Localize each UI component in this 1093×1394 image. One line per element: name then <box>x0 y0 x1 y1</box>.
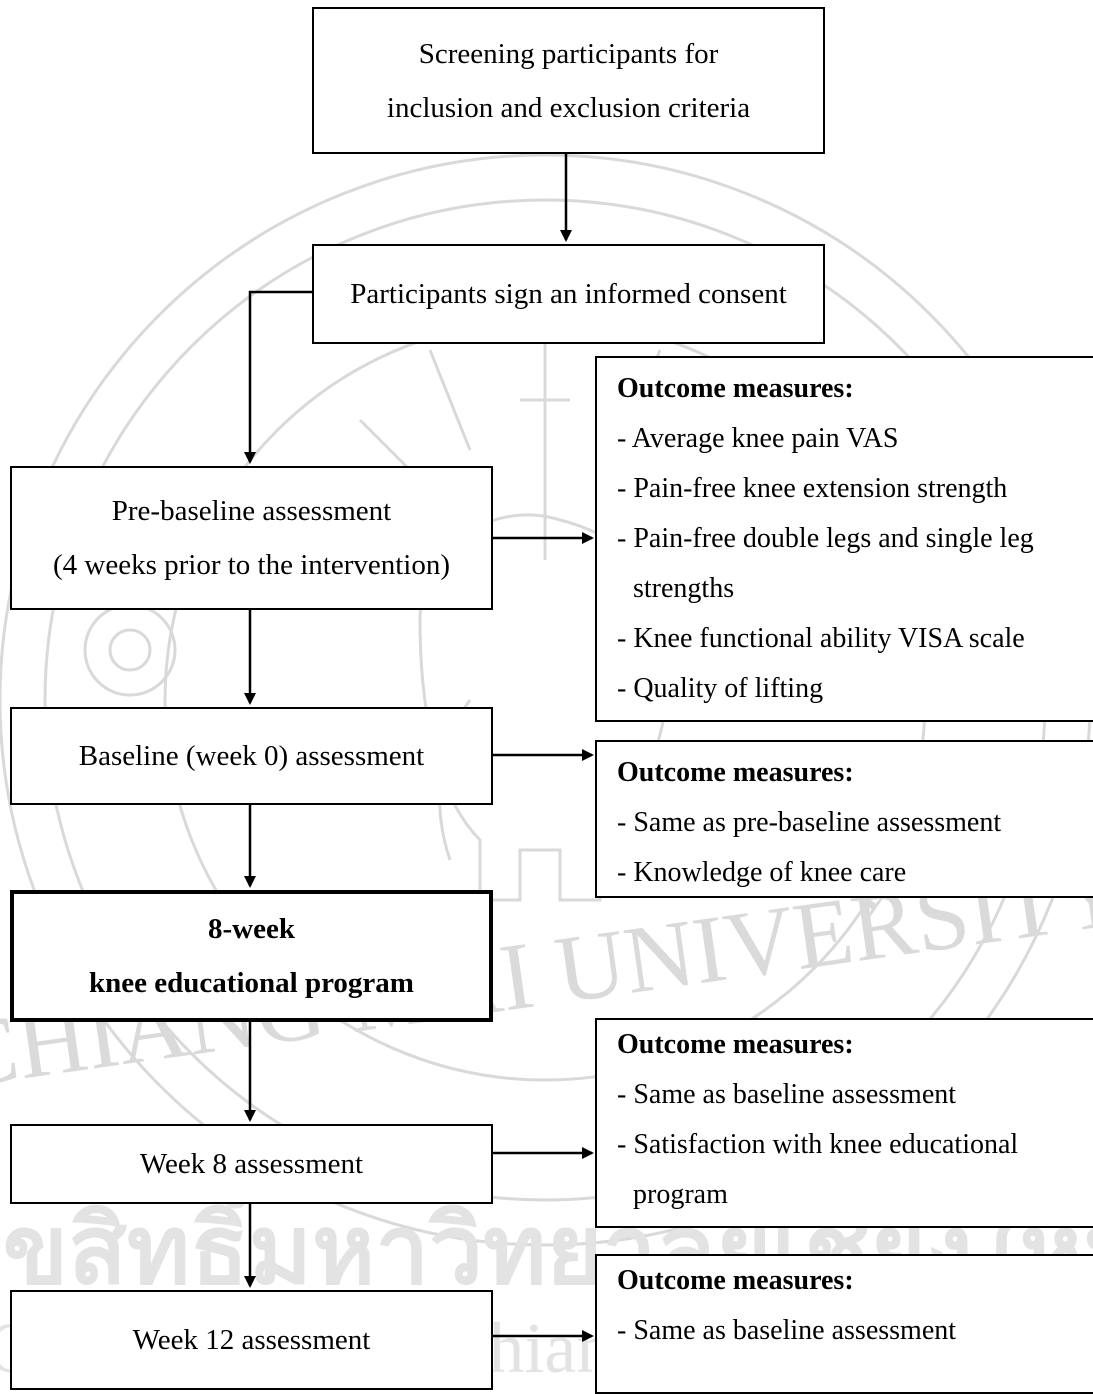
week12-text: Week 12 assessment <box>132 1324 371 1356</box>
outcome-item: strengths <box>633 573 735 604</box>
week8-box: Week 8 assessment <box>10 1124 493 1204</box>
week12-box: Week 12 assessment <box>10 1290 493 1390</box>
outcome-item: program <box>633 1179 728 1210</box>
seal-torch <box>520 390 570 560</box>
program-box: 8-week knee educational program <box>10 890 493 1022</box>
outcome-item: - Satisfaction with knee educational <box>617 1129 1019 1160</box>
consent-text: Participants sign an informed consent <box>350 278 787 310</box>
outcome-heading: Outcome measures: <box>617 373 854 404</box>
prebaseline-line-1: Pre-baseline assessment <box>111 495 392 527</box>
baseline-box: Baseline (week 0) assessment <box>10 707 493 805</box>
outcome-item: - Quality of lifting <box>617 673 824 704</box>
outcome-item: - Knee functional ability VISA scale <box>617 623 1025 654</box>
outcome-heading: Outcome measures: <box>617 1265 854 1296</box>
outcome-item: - Pain-free knee extension strength <box>617 473 1008 504</box>
outcome-item: - Knowledge of knee care <box>617 857 907 888</box>
outcome-box-week8: Outcome measures: - Same as baseline ass… <box>595 1018 1093 1228</box>
outcome-item: - Same as baseline assessment <box>617 1079 957 1110</box>
outcome-item: - Average knee pain VAS <box>617 423 899 454</box>
screening-line-2: inclusion and exclusion criteria <box>386 91 751 124</box>
consent-box: Participants sign an informed consent <box>312 244 825 344</box>
outcome-item: - Same as pre-baseline assessment <box>617 807 1002 838</box>
baseline-text: Baseline (week 0) assessment <box>78 740 425 772</box>
outcome-box-week12: Outcome measures: - Same as baseline ass… <box>595 1254 1093 1394</box>
outcome-item: - Same as baseline assessment <box>617 1315 957 1346</box>
week8-text: Week 8 assessment <box>139 1148 364 1180</box>
outcome-item: - Pain-free double legs and single leg <box>617 523 1034 554</box>
outcome-box-prebaseline: Outcome measures: - Average knee pain VA… <box>595 356 1093 722</box>
prebaseline-box: Pre-baseline assessment (4 weeks prior t… <box>10 466 493 610</box>
outcome-heading: Outcome measures: <box>617 1029 854 1060</box>
prebaseline-line-2: (4 weeks prior to the intervention) <box>52 549 451 581</box>
program-line-1: 8-week <box>208 913 295 945</box>
outcome-heading: Outcome measures: <box>617 757 854 788</box>
program-line-2: knee educational program <box>89 967 414 999</box>
screening-line-1: Screening participants for <box>418 37 719 70</box>
outcome-box-baseline: Outcome measures: - Same as pre-baseline… <box>595 740 1093 898</box>
arrow-consent-to-prebaseline <box>244 290 312 464</box>
screening-box: Screening participants for inclusion and… <box>312 7 825 154</box>
